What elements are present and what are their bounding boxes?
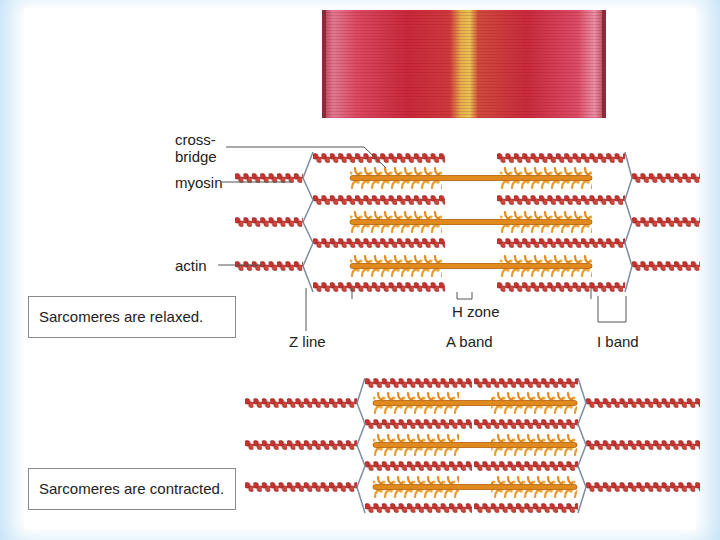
actin-filament xyxy=(497,238,625,248)
z-line xyxy=(625,152,632,292)
actin-filament xyxy=(313,282,445,292)
actin-filaments xyxy=(245,378,700,513)
a-band-tick xyxy=(591,288,592,299)
caption-text: Sarcomeres are relaxed. xyxy=(39,308,203,326)
actin-filament xyxy=(365,461,472,471)
part-label: I band xyxy=(597,333,677,350)
actin-filament xyxy=(235,261,303,271)
leader-line xyxy=(218,265,262,266)
actin-filament xyxy=(497,282,625,292)
myosin-filament xyxy=(350,255,592,277)
actin-filament xyxy=(474,503,578,513)
caption-box: Sarcomeres are relaxed. xyxy=(28,296,236,338)
myosin-filament xyxy=(350,167,592,189)
part-label: myosin xyxy=(175,174,255,191)
actin-filament xyxy=(474,419,578,429)
micrograph-band xyxy=(322,10,606,118)
micrograph xyxy=(322,10,606,118)
myosin-rod xyxy=(373,443,577,448)
actin-filament xyxy=(586,398,700,408)
actin-filament xyxy=(632,261,700,271)
myosin-filaments xyxy=(373,392,577,498)
myosin-filament xyxy=(350,211,592,233)
micrograph-striae xyxy=(322,10,606,118)
part-label: H zone xyxy=(452,303,532,320)
actin-filament xyxy=(365,419,472,429)
myosin-rod xyxy=(350,176,592,181)
actin-filament xyxy=(235,217,303,227)
micrograph-z-line xyxy=(602,10,606,118)
actin-filament xyxy=(474,378,578,388)
actin-filament xyxy=(497,153,625,163)
leader-lines xyxy=(218,147,626,331)
myosin-filament xyxy=(373,392,577,414)
part-label: A band xyxy=(446,333,526,350)
i-band-bracket xyxy=(598,296,626,322)
caption-box: Sarcomeres are contracted. xyxy=(28,468,236,510)
actin-filament xyxy=(245,482,357,492)
actin-filament xyxy=(245,440,357,450)
actin-filament xyxy=(632,217,700,227)
h-zone-bracket xyxy=(457,292,472,299)
myosin-rod xyxy=(373,401,577,406)
actin-filament xyxy=(586,482,700,492)
actin-filament xyxy=(586,440,700,450)
actin-filament xyxy=(497,195,625,205)
part-label: cross-bridge xyxy=(175,131,231,165)
myosin-filament xyxy=(373,434,577,456)
part-label: actin xyxy=(175,257,255,274)
actin-filament xyxy=(245,398,357,408)
micrograph-z-line xyxy=(322,10,326,118)
myosin-rod xyxy=(373,485,577,490)
myosin-rod xyxy=(350,264,592,269)
myosin-filament xyxy=(373,476,577,498)
actin-filament xyxy=(313,195,445,205)
leader-line xyxy=(226,147,386,168)
caption-text: Sarcomeres are contracted. xyxy=(39,480,224,498)
leader-line xyxy=(306,288,307,331)
actin-filament xyxy=(313,238,445,248)
z-line xyxy=(578,378,586,513)
myosin-rod xyxy=(350,220,592,225)
part-label: Z line xyxy=(289,333,369,350)
a-band-tick xyxy=(352,288,353,299)
actin-filament xyxy=(365,503,472,513)
actin-filament xyxy=(365,378,472,388)
z-line xyxy=(357,378,365,513)
actin-filaments xyxy=(235,153,700,292)
actin-filament xyxy=(632,173,700,183)
myosin-filaments xyxy=(350,167,592,277)
z-line xyxy=(303,152,313,292)
actin-filament xyxy=(474,461,578,471)
leader-line xyxy=(222,182,292,183)
